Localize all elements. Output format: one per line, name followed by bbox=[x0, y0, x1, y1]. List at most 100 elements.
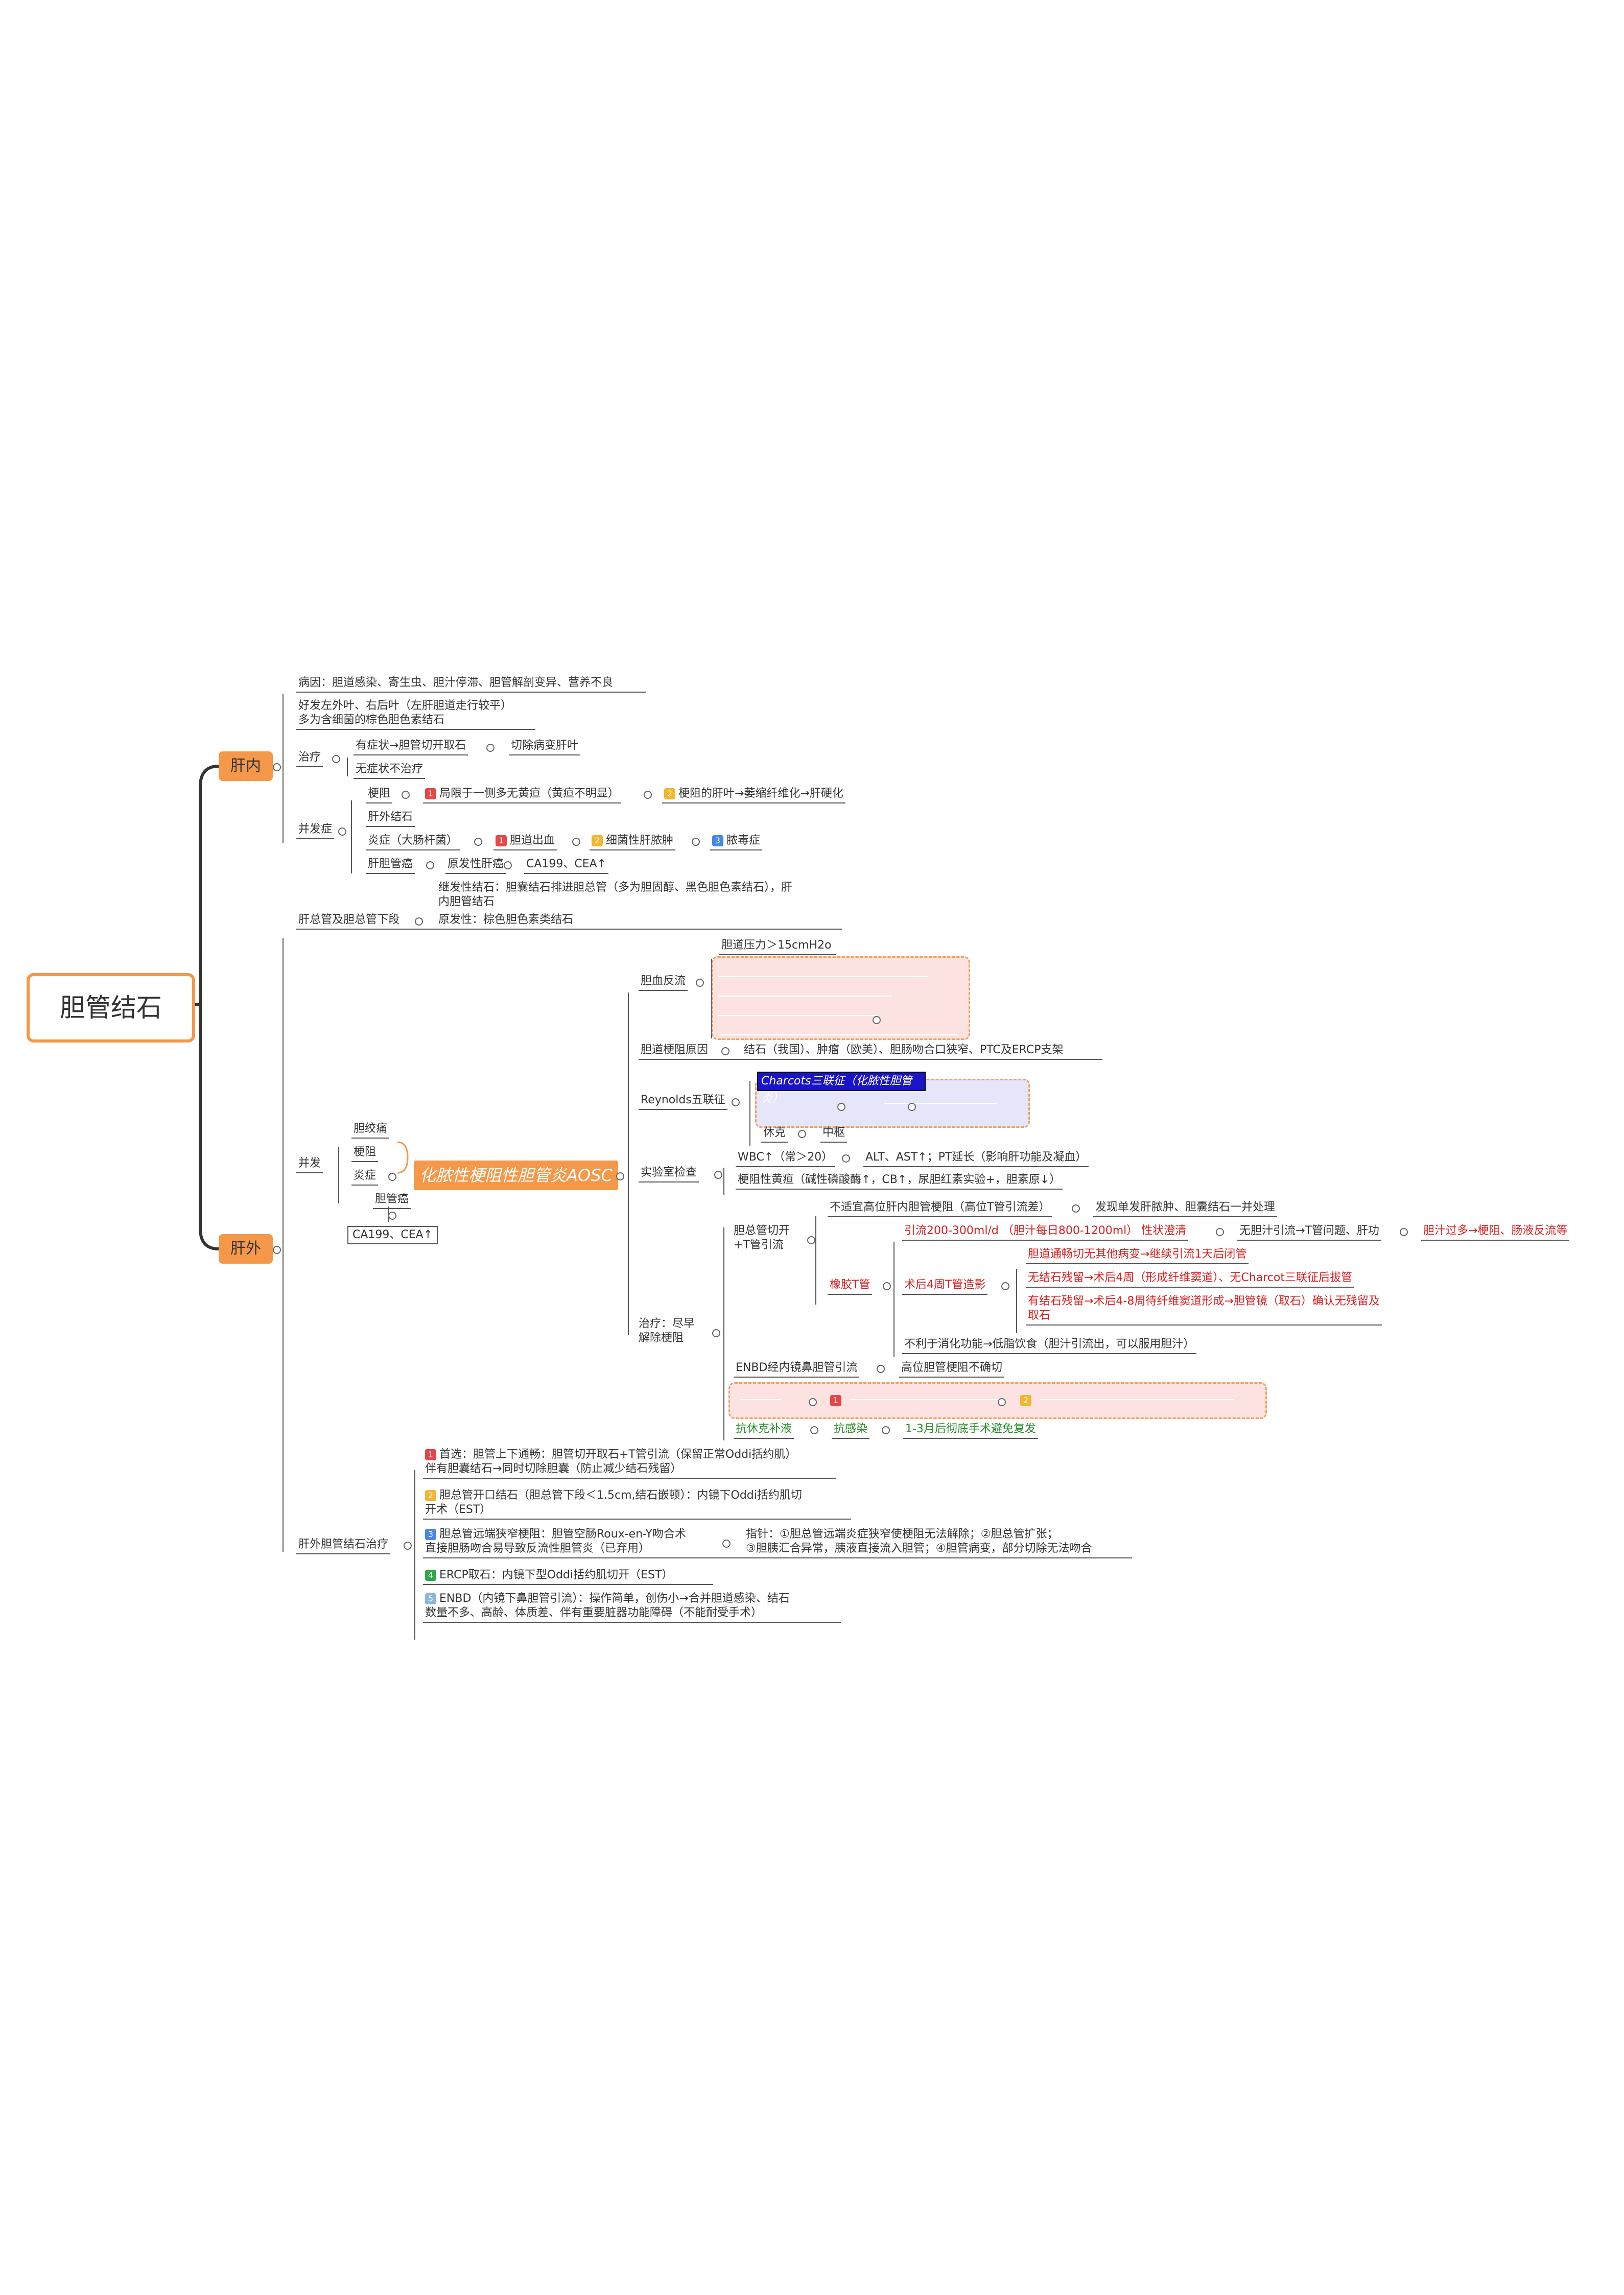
collapse-toggle-icon[interactable] bbox=[722, 1540, 731, 1548]
collapse-toggle-icon[interactable] bbox=[810, 1426, 818, 1434]
reflux-pressure: 胆道压力＞15cmH2o bbox=[719, 938, 836, 955]
branch-liver-in[interactable]: 肝内 bbox=[219, 751, 273, 781]
collapse-toggle-icon[interactable] bbox=[1072, 1204, 1080, 1213]
hidden-line bbox=[718, 996, 892, 997]
aosc-node[interactable]: 化脓性梗阻性胆管炎AOSC bbox=[414, 1161, 618, 1190]
priority-4-icon: 4 bbox=[425, 1570, 436, 1581]
collapse-toggle-icon[interactable] bbox=[572, 838, 580, 846]
hidden-line bbox=[718, 976, 928, 977]
collapse-toggle-icon[interactable] bbox=[388, 1173, 396, 1181]
collapse-toggle-icon[interactable] bbox=[712, 1329, 720, 1337]
treatment-lobectomy: 切除病变肝叶 bbox=[509, 739, 581, 755]
collapse-toggle-icon[interactable] bbox=[798, 1130, 806, 1138]
collapse-toggle-icon[interactable] bbox=[486, 744, 495, 752]
etiology-node: 病因：胆道感染、寄生虫、胆汁停滞、胆管解剖变异、营养不良 bbox=[296, 676, 646, 693]
treatment-symptomatic: 有症状→胆管切开取石 bbox=[354, 739, 468, 755]
collapse-toggle-icon[interactable] bbox=[809, 1398, 817, 1406]
priority-2-icon: 2 bbox=[425, 1490, 436, 1501]
priority-2-icon: 2 bbox=[664, 788, 675, 799]
lab-wbc: WBC↑（常＞20） bbox=[736, 1150, 835, 1167]
hidden-line bbox=[718, 1034, 958, 1035]
priority-3-icon: 3 bbox=[425, 1529, 436, 1540]
lab-liver: ALT、AST↑；PT延长（影响肝功能及凝血） bbox=[863, 1150, 1089, 1167]
priority-1-icon: 1 bbox=[425, 788, 436, 799]
collapse-toggle-icon[interactable] bbox=[692, 838, 700, 846]
reynolds-node: Reynolds五联征 bbox=[639, 1093, 727, 1110]
collapse-toggle-icon[interactable] bbox=[714, 1171, 722, 1179]
collapse-toggle-icon[interactable] bbox=[807, 1236, 815, 1244]
collapse-toggle-icon[interactable] bbox=[504, 861, 512, 869]
collapse-toggle-icon[interactable] bbox=[882, 1426, 890, 1434]
collapse-toggle-icon[interactable] bbox=[332, 755, 340, 763]
complication-inflammation: 炎症（大肠杆菌） bbox=[366, 834, 460, 850]
complication-obstruction: 梗阻 bbox=[366, 787, 393, 803]
charcot-triad-label[interactable]: Charcots三联征（化脓性胆管炎） bbox=[757, 1072, 926, 1105]
collapse-toggle-icon[interactable] bbox=[837, 1103, 845, 1111]
collapse-toggle-icon[interactable] bbox=[474, 838, 482, 846]
hidden-line bbox=[1040, 1399, 1234, 1400]
collapse-toggle-icon[interactable] bbox=[338, 827, 346, 836]
not-suitable-extra: 发现单发肝脓肿、胆囊结石一并处理 bbox=[1093, 1200, 1278, 1217]
collapse-toggle-icon[interactable] bbox=[273, 763, 281, 771]
brace-icon bbox=[397, 1141, 409, 1174]
cholangiography-result-3: 有结石残留→术后4-8周待纤维窦道形成→胆管镜（取石）确认无残留及 取石 bbox=[1026, 1294, 1382, 1326]
hidden-line bbox=[718, 1015, 877, 1016]
root-node[interactable]: 胆管结石 bbox=[27, 973, 195, 1043]
collapse-toggle-icon[interactable] bbox=[402, 791, 410, 799]
branch-liver-out[interactable]: 肝外 bbox=[219, 1234, 273, 1264]
cbd-primary-stone: 原发性：棕色胆色素类结石 bbox=[438, 913, 574, 926]
collapse-toggle-icon[interactable] bbox=[1001, 1282, 1009, 1290]
complication-cancer: 肝胆管癌 bbox=[366, 857, 415, 874]
priority-3-icon: 3 bbox=[712, 835, 723, 846]
collapse-toggle-icon[interactable] bbox=[426, 861, 434, 869]
collapse-toggle-icon[interactable] bbox=[883, 1282, 891, 1290]
collapse-toggle-icon[interactable] bbox=[404, 1542, 412, 1550]
collapse-toggle-icon[interactable] bbox=[908, 1103, 916, 1111]
hidden-line bbox=[740, 1399, 781, 1400]
complication-inflammation-out: 炎症 bbox=[351, 1169, 379, 1186]
bile-reflux-node: 胆血反流 bbox=[639, 974, 688, 991]
collapse-toggle-icon[interactable] bbox=[1400, 1228, 1408, 1236]
hidden-line bbox=[851, 1399, 1004, 1400]
collapse-toggle-icon[interactable] bbox=[644, 791, 652, 799]
collapse-toggle-icon[interactable] bbox=[998, 1398, 1006, 1406]
drain-excess: 胆汁过多→梗阻、肠液反流等 bbox=[1421, 1224, 1570, 1241]
complication-colic: 胆绞痛 bbox=[351, 1122, 390, 1139]
collapse-toggle-icon[interactable] bbox=[273, 1246, 281, 1254]
cancer-marker: CA199、CEA↑ bbox=[524, 857, 609, 874]
cbd-node: 肝总管及胆总管下段 bbox=[296, 913, 842, 930]
lab-node: 实验室检查 bbox=[639, 1166, 699, 1182]
priority-2-icon: 2 bbox=[592, 835, 603, 846]
drain-volume-node: 引流200-300ml/d （胆汁每日800-1200ml） 性状澄清 bbox=[902, 1224, 1189, 1241]
complication-cancer-out: 胆管癌 bbox=[373, 1192, 411, 1209]
priority-1-icon: 1 bbox=[496, 835, 507, 846]
collapse-toggle-icon[interactable] bbox=[873, 1016, 881, 1024]
cancer-item-1: 原发性肝癌 bbox=[445, 857, 506, 874]
collapse-toggle-icon[interactable] bbox=[388, 1212, 396, 1220]
collapse-toggle-icon[interactable] bbox=[721, 1047, 729, 1055]
collapse-toggle-icon[interactable] bbox=[842, 1154, 850, 1163]
cbd-secondary-stone: 继发性结石：胆囊结石排进胆总管（多为胆固醇、黑色胆色素结石），肝 内胆管结石 bbox=[438, 881, 793, 908]
collapse-toggle-icon[interactable] bbox=[732, 1098, 740, 1106]
collapse-toggle-icon[interactable] bbox=[616, 1172, 624, 1180]
intrahepatic-complication-node: 并发症 bbox=[296, 822, 335, 839]
enbd-node: ENBD经内镜鼻胆管引流 bbox=[734, 1361, 860, 1378]
collapse-toggle-icon[interactable] bbox=[877, 1365, 885, 1373]
cbd-open-node: 胆总管切开 +T管引流 bbox=[734, 1224, 790, 1251]
treatment-node: 治疗：尽早 解除梗阻 bbox=[639, 1317, 695, 1344]
enbd-note: 高位胆管梗阻不确切 bbox=[899, 1361, 1005, 1378]
priority-1-icon: 1 bbox=[830, 1395, 841, 1406]
collapse-toggle-icon[interactable] bbox=[1216, 1228, 1224, 1236]
obstruction-cause-node: 胆道梗阻原因 bbox=[639, 1043, 1102, 1060]
collapse-toggle-icon[interactable] bbox=[415, 917, 423, 926]
collapse-toggle-icon[interactable] bbox=[696, 979, 704, 987]
